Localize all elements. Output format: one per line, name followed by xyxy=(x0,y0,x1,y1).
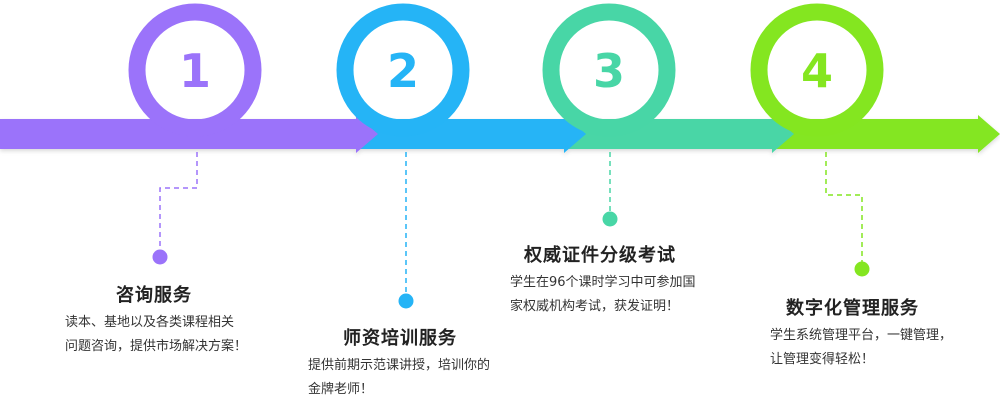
step-desc-1: 读本、基地以及各类课程相关 问题咨询，提供市场解决方案！ xyxy=(65,311,247,359)
ring-2: 2 xyxy=(336,3,470,137)
step-desc-4: 学生系统管理平台，一键管理， 让管理变得轻松！ xyxy=(770,324,952,372)
step-desc-1-line-2: 问题咨询，提供市场解决方案！ xyxy=(65,339,248,354)
step-title-2: 师资培训服务 xyxy=(343,328,457,349)
connector-dot-3 xyxy=(602,211,618,227)
step-desc-3-line-1: 学生在96个课时学习中可参加国 xyxy=(510,275,696,290)
step-desc-2: 提供前期示范课讲授，培训你的 金牌老师！ xyxy=(308,354,490,402)
connector-dot-2 xyxy=(398,293,414,309)
step-number-1: 1 xyxy=(179,44,211,98)
ring-3: 3 xyxy=(542,3,676,137)
step-desc-3: 学生在96个课时学习中可参加国 家权威机构考试，获发证明！ xyxy=(510,271,696,319)
step-title-4: 数字化管理服务 xyxy=(786,298,919,319)
step-number-3: 3 xyxy=(593,44,625,98)
step-desc-1-line-1: 读本、基地以及各类课程相关 xyxy=(65,315,235,330)
step-desc-3-line-2: 家权威机构考试，获发证明！ xyxy=(510,299,680,314)
step-desc-4-line-1: 学生系统管理平台，一键管理， xyxy=(770,328,953,343)
step-number-4: 4 xyxy=(801,44,833,98)
step-title-1: 咨询服务 xyxy=(116,285,192,306)
step-desc-2-line-2: 金牌老师！ xyxy=(308,382,374,397)
step-number-2: 2 xyxy=(387,44,419,98)
ring-1: 1 xyxy=(128,3,262,137)
connector-line-1 xyxy=(159,152,198,250)
step-desc-4-line-2: 让管理变得轻松！ xyxy=(770,352,875,367)
step-title-3: 权威证件分级考试 xyxy=(524,245,676,266)
connector-dot-4 xyxy=(854,261,870,277)
connector-line-4 xyxy=(825,152,863,262)
ring-4: 4 xyxy=(750,3,884,137)
connector-dot-1 xyxy=(152,249,168,265)
step-desc-2-line-1: 提供前期示范课讲授，培训你的 xyxy=(308,358,491,373)
